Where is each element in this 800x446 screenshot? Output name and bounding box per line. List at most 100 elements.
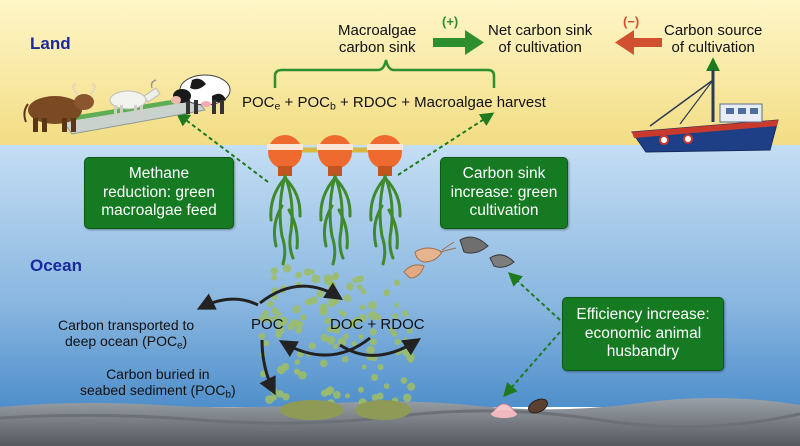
particle (292, 305, 301, 314)
particle (319, 307, 328, 316)
methane-reduction-box: Methane reduction: green macroalgae feed (84, 157, 234, 229)
arrow-to-livestock (175, 112, 269, 183)
particle (393, 279, 401, 287)
particle (292, 320, 299, 326)
land-label: Land (30, 34, 71, 53)
sink-line2: increase: green (450, 183, 558, 201)
particle (401, 310, 409, 317)
particle (332, 325, 341, 334)
particle (275, 331, 282, 339)
deep-line2: deep ocean (POCe) (58, 333, 194, 352)
particle (309, 269, 315, 275)
methane-line3: macroalgae feed (101, 202, 217, 220)
particle (324, 317, 332, 325)
arrow-poc-to-doc (259, 282, 344, 305)
particle (309, 296, 318, 305)
buried-close: ) (230, 382, 236, 399)
seabed-buried-label: Carbon buried in seabed sediment (POCb) (80, 366, 236, 401)
minus-symbol: (−) (623, 14, 640, 29)
particle (403, 337, 409, 343)
arrow-to-shrimp (507, 272, 561, 321)
particle (276, 311, 282, 317)
particle (259, 314, 267, 323)
particle (383, 383, 390, 389)
shrimp-icon (403, 241, 457, 279)
doc-rdoc-label: DOC + RDOC (330, 316, 425, 333)
particle (391, 330, 398, 337)
sink-line1: Carbon sink (462, 165, 546, 183)
methane-line2: reduction: green (102, 183, 216, 201)
particle (303, 268, 312, 276)
arrow-to-formula (397, 112, 495, 176)
buried-line2-text: seabed sediment (POC (80, 382, 226, 399)
particle (267, 300, 274, 308)
particle (321, 389, 329, 397)
particle (343, 294, 352, 302)
buried-line1: Carbon buried in (106, 366, 210, 382)
particle (295, 326, 303, 334)
carbon-source-label: Carbon source of cultivation (664, 22, 762, 57)
particle (320, 359, 328, 368)
buried-sub: b (225, 389, 231, 401)
scallop-icon (491, 403, 517, 418)
particle (271, 274, 278, 281)
particle (323, 274, 333, 283)
particle (361, 364, 367, 370)
sink-line3: cultivation (469, 202, 539, 220)
goat-icon (109, 79, 161, 117)
particle (403, 393, 412, 402)
particle (311, 274, 321, 284)
particle (266, 316, 274, 324)
harvest-formula: POCe + POCb + RDOC + Macroalgae harvest (242, 94, 546, 113)
particle (326, 326, 333, 333)
efficiency-increase-box: Efficiency increase: economic animal hus… (562, 297, 724, 371)
plus-symbol: (+) (442, 14, 459, 29)
particle (332, 273, 339, 281)
particle (358, 334, 364, 340)
particle (352, 276, 359, 284)
formula-sub-e: e (274, 100, 281, 113)
formula-pocb: + POC (280, 94, 330, 111)
particle (320, 333, 329, 342)
particle (406, 327, 413, 334)
particle (358, 386, 364, 393)
particle (400, 377, 408, 384)
particle (337, 337, 347, 347)
sediment-pile-right (355, 400, 411, 420)
deep-line1: Carbon transported to (58, 317, 195, 333)
sea-cucumber-icon (528, 398, 548, 414)
particle (360, 288, 367, 295)
particle (278, 316, 288, 326)
particle (369, 338, 378, 346)
macroalgae-sink-line2: carbon sink (338, 39, 416, 57)
buried-line2: seabed sediment (POCb) (80, 382, 236, 401)
particle (282, 264, 292, 273)
arrow-poc-to-deep (196, 293, 259, 310)
arrow-doc-loop (339, 338, 422, 357)
particle (327, 299, 336, 308)
seabed (0, 397, 800, 446)
particle (272, 294, 278, 301)
particle (353, 316, 360, 323)
ocean-label: Ocean (30, 256, 82, 275)
formula-sub-b: b (329, 100, 336, 113)
particle (276, 365, 286, 375)
source-line2: of cultivation (671, 39, 755, 57)
cattle-icon (23, 82, 96, 132)
particle (338, 309, 344, 315)
deep-line2-text: deep ocean (POC (65, 333, 178, 350)
particle (326, 336, 336, 345)
net-carbon-sink-label: Net carbon sink of cultivation (488, 22, 592, 57)
particle (294, 359, 301, 365)
particle (258, 332, 266, 340)
particle (407, 357, 414, 364)
methane-line1: Methane (128, 165, 190, 183)
particle (295, 271, 302, 279)
source-line1: Carbon source (664, 22, 763, 39)
particle (360, 304, 366, 311)
particle (332, 391, 341, 399)
particle (298, 371, 307, 380)
particle (270, 394, 277, 401)
minus-arrow-icon (615, 30, 662, 55)
particle (357, 284, 363, 290)
